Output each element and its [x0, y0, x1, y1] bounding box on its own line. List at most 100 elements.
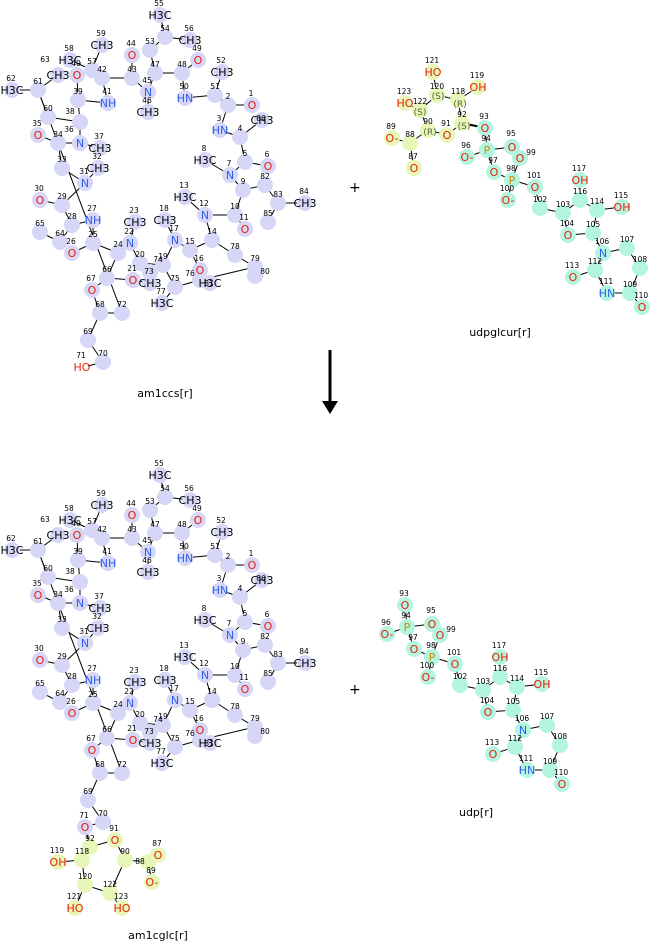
atom-number: 40: [71, 519, 81, 528]
atom-number: 81: [204, 739, 214, 748]
atom-number: 33: [57, 155, 67, 164]
am1cglc-atom-highlight: [177, 550, 193, 566]
atom-number: 26: [66, 237, 76, 246]
stereo-descriptor: (S): [414, 108, 427, 118]
atom-number: 14: [207, 227, 217, 236]
atom-number: 98: [426, 641, 436, 650]
udp-atom-116: 116: [493, 664, 508, 673]
atom-number: 17: [169, 224, 179, 233]
am1ccs-atom-highlight: [124, 70, 140, 86]
am1cglc-atom-highlight: [32, 652, 48, 668]
am1cglc-atom-highlight: [54, 620, 70, 636]
atom-number: 101: [447, 648, 462, 657]
udpglcur-atom-highlight: [486, 164, 502, 180]
am1cglc-atom-51: 51: [210, 542, 220, 551]
am1cglc-glc-atom-92: 92: [85, 834, 95, 843]
atom-number: 49: [192, 44, 202, 53]
atom-number: 61: [33, 537, 43, 546]
udpglcur-atom-highlight: [634, 299, 650, 315]
atom-symbol: CH3: [87, 622, 110, 635]
am1ccs-atom-64: 64: [55, 229, 65, 238]
atom-number: 75: [170, 734, 180, 743]
udp-atom-highlight: [485, 746, 501, 762]
atom-number: 100: [420, 661, 435, 670]
am1ccs-atom-highlight: [152, 7, 168, 23]
atom-number: 34: [53, 590, 63, 599]
atom-symbol: N: [144, 86, 152, 99]
atoms: O12HN345O6N7H3C8910O11N12H3C131415O16N17…: [1, 0, 649, 915]
atom-number: 50: [179, 82, 189, 91]
am1cglc-atom-25: 25: [88, 690, 98, 699]
atom-number: 6: [265, 610, 270, 619]
am1ccs-atom-highlight: [244, 97, 260, 113]
udpglcur-atom-108: 108: [633, 255, 648, 264]
am1cglc-atom-20: 20: [135, 710, 145, 719]
atom-number: 24: [113, 240, 123, 249]
atom-number: 11: [239, 213, 249, 222]
atom-number: 37: [94, 592, 104, 601]
atom-number: 81: [204, 279, 214, 288]
am1ccs-atom-highlight: [125, 272, 141, 288]
am1cglc-atom-31: N31: [79, 627, 89, 650]
am1cglc-glc-atom-highlight: [82, 839, 98, 855]
atom-number: 110: [554, 768, 569, 777]
am1cglc-glc-atom-highlight: [107, 832, 123, 848]
am1cglc-atom-highlight: [50, 595, 66, 611]
am1cglc-atom-75: 75: [170, 734, 180, 743]
atom-number: 119: [50, 846, 65, 855]
am1ccs-atom-highlight: [247, 268, 263, 284]
am1cglc-atom-44: O44: [126, 499, 136, 522]
am1cglc-atom-highlight: [127, 674, 143, 690]
am1ccs-atom-40: O40: [71, 59, 81, 82]
am1cglc-atom-highlight: [197, 667, 213, 683]
atom-number: 107: [620, 235, 635, 244]
atom-symbol: CH3: [91, 499, 114, 512]
am1ccs-atom-highlight: [297, 195, 313, 211]
udp-atom-97: O97: [408, 633, 418, 656]
udpglcur-glc-atom-92: 92: [457, 110, 467, 119]
udp-atom-highlight: [519, 762, 535, 778]
atom-symbol: O: [81, 821, 90, 834]
am1cglc-glc-atom-highlight: [140, 854, 156, 870]
atom-number: 66: [102, 725, 112, 734]
atom-symbol: N: [171, 694, 179, 707]
udp-atom-highlight: [432, 627, 448, 643]
am1cglc-glc-atom-highlight: [102, 885, 118, 901]
am1ccs-atom-highlight: [85, 235, 101, 251]
plus-sign-top: +: [349, 180, 361, 196]
am1cglc-glc-atom-highlight: [67, 900, 83, 916]
atom-symbol: O-: [386, 132, 399, 145]
udp-atom-highlight: [424, 616, 440, 632]
atom-symbol: O-: [422, 671, 435, 684]
reactant-label-am1ccs: am1ccs[r]: [137, 387, 193, 400]
atom-number: 85: [263, 209, 273, 218]
udpglcur-atom-highlight: [504, 139, 520, 155]
am1ccs-atom-16: O16: [194, 254, 204, 277]
udpglcur-glc-atom-highlight: [406, 160, 422, 176]
am1ccs-atom-highlight: [40, 109, 56, 125]
atom-number: 104: [560, 219, 575, 228]
atom-symbol: OH: [50, 856, 67, 869]
atom-number: 109: [543, 757, 558, 766]
am1ccs-atom-highlight: [124, 47, 140, 63]
am1cglc-atom-highlight: [257, 637, 273, 653]
am1cglc-atom-highlight: [50, 527, 66, 543]
atom-number: 97: [488, 156, 498, 165]
am1cglc-atom-33: 33: [57, 615, 67, 624]
am1cglc-atom-highlight: [227, 707, 243, 723]
atom-symbol: CH3: [251, 114, 274, 127]
am1cglc-atom-43: 43: [127, 525, 137, 534]
am1cglc-atom-30: O30: [34, 644, 44, 667]
am1cglc-atom-highlight: [124, 530, 140, 546]
am1ccs-atom-83: 83: [273, 190, 283, 199]
